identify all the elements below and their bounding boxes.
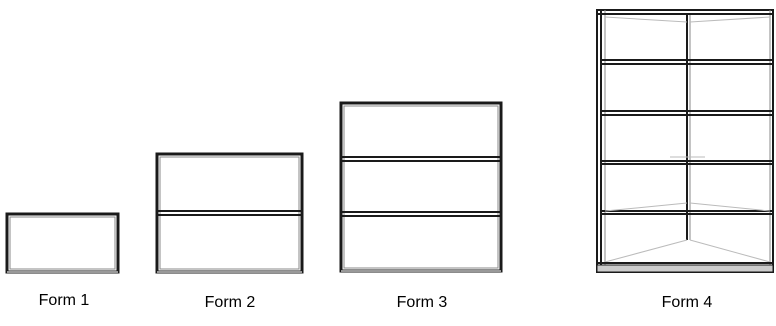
form-4-bottom-corner-right [689,239,771,263]
form-4-top-corner-left [604,16,688,23]
form-4-frame [596,9,774,273]
form-1-unit [5,212,120,274]
form-1-inner-frame [9,216,116,270]
form-4-top-corner-right [689,16,771,23]
form-2-frame [155,152,304,274]
form-4-shelf-4-corner-right [689,202,771,212]
form-4-base-plinth [596,264,774,273]
form-2-inner-frame [159,156,300,270]
form-4-unit [596,9,774,273]
form-3-label: Form 3 [396,294,448,311]
form-4-label: Form 4 [661,294,713,311]
form-3-frame [339,101,503,273]
form-3-inner-frame [343,105,499,269]
form-4-bottom-corner-left [604,239,688,263]
form-2-label: Form 2 [204,294,256,311]
form-1-label: Form 1 [38,292,90,309]
form-4-shelf-4-corner-left [604,202,688,212]
form-1-frame [5,212,120,274]
form-3-unit [339,101,503,273]
form-2-unit [155,152,304,274]
